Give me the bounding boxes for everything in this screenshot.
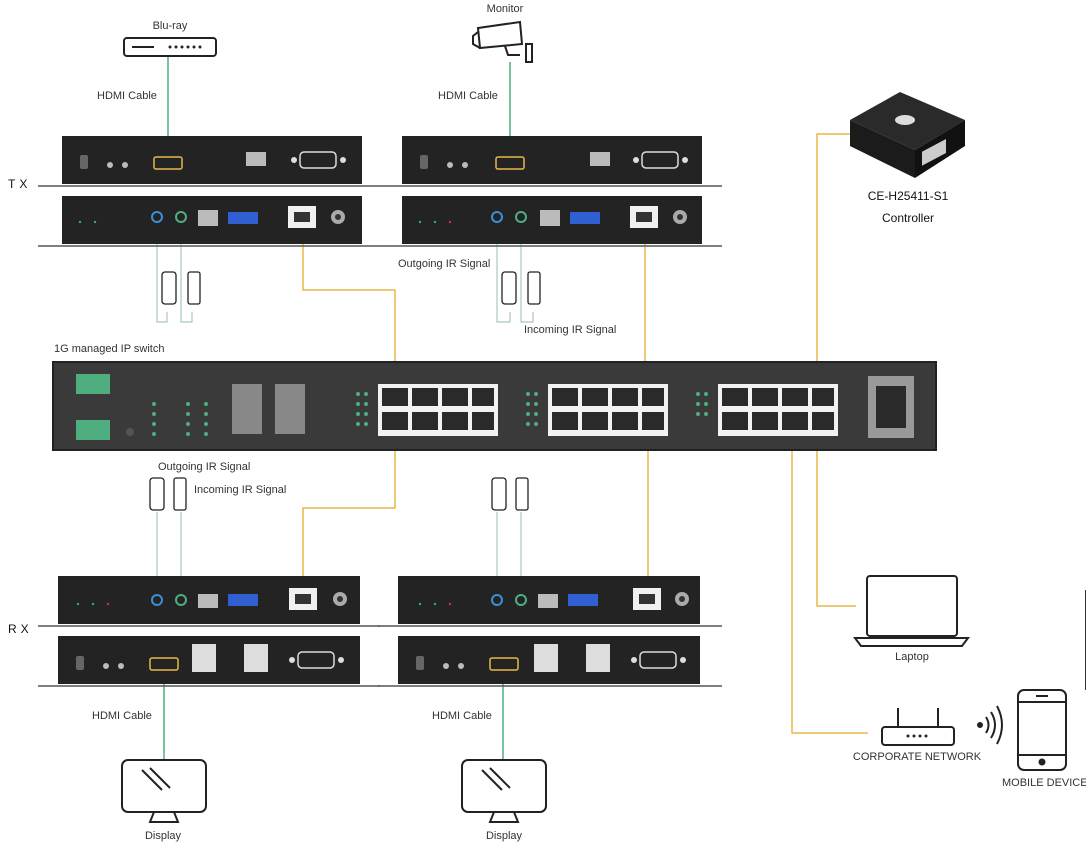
ir-emitter-icon bbox=[149, 271, 541, 511]
hdmi-cable-label-tx2: HDMI Cable bbox=[438, 90, 498, 102]
incoming-ir-label-top: Incoming IR Signal bbox=[524, 324, 617, 336]
display-label-1: Display bbox=[144, 830, 182, 842]
switch-label: 1G managed IP switch bbox=[54, 343, 165, 355]
router-icon bbox=[881, 708, 955, 746]
hdmi-cable-label-tx1: HDMI Cable bbox=[97, 90, 157, 102]
corporate-network-label: CORPORATE NETWORK bbox=[852, 751, 982, 763]
controller-box-icon bbox=[850, 92, 965, 178]
tx2-rear-panel bbox=[380, 196, 722, 247]
rx2-rear-panel bbox=[378, 576, 722, 627]
ethernet-line-rx1 bbox=[302, 428, 396, 584]
tx1-rear-panel bbox=[38, 196, 380, 247]
bluray-label: Blu-ray bbox=[152, 20, 188, 32]
tx2-front-panel bbox=[380, 136, 722, 187]
tx1-front-panel bbox=[38, 136, 380, 187]
rx1-front-panel bbox=[38, 636, 380, 687]
incoming-ir-label-bottom: Incoming IR Signal bbox=[194, 484, 287, 496]
ethernet-line-tx1 bbox=[302, 229, 396, 378]
ethernet-line-controller bbox=[816, 133, 850, 388]
hdmi-cable-label-rx1: HDMI Cable bbox=[92, 710, 152, 722]
wireless-signal-icon bbox=[977, 705, 1003, 745]
display-label-2: Display bbox=[485, 830, 523, 842]
ethernet-line-router bbox=[791, 428, 868, 734]
laptop-icon bbox=[853, 575, 970, 647]
rx2-front-panel bbox=[378, 636, 722, 687]
ir-lines bbox=[156, 220, 534, 598]
ethernet-lines bbox=[302, 133, 868, 734]
monitor-label: Monitor bbox=[486, 3, 524, 15]
rx-label: RX bbox=[8, 622, 33, 636]
controller-model-label: CE-H25411-S1 bbox=[867, 189, 949, 203]
laptop-label: Laptop bbox=[895, 651, 929, 663]
tx-label: TX bbox=[8, 177, 32, 191]
ethernet-line-laptop bbox=[816, 428, 856, 607]
mobile-phone-icon bbox=[1017, 689, 1067, 771]
hdmi-cable-label-rx2: HDMI Cable bbox=[432, 710, 492, 722]
ip-switch bbox=[52, 361, 937, 451]
outgoing-ir-label-top: Outgoing IR Signal bbox=[398, 258, 491, 270]
outgoing-ir-label-bottom: Outgoing IR Signal bbox=[158, 461, 251, 473]
monitor-display-icon-2 bbox=[461, 759, 547, 823]
security-camera-icon bbox=[472, 20, 533, 63]
monitor-display-icon bbox=[121, 759, 207, 823]
rx1-rear-panel bbox=[38, 576, 380, 627]
blu-ray-player-icon bbox=[123, 37, 217, 57]
controller-label: Controller bbox=[881, 211, 935, 225]
mobile-device-label: MOBILE DEVICE bbox=[1002, 777, 1086, 789]
